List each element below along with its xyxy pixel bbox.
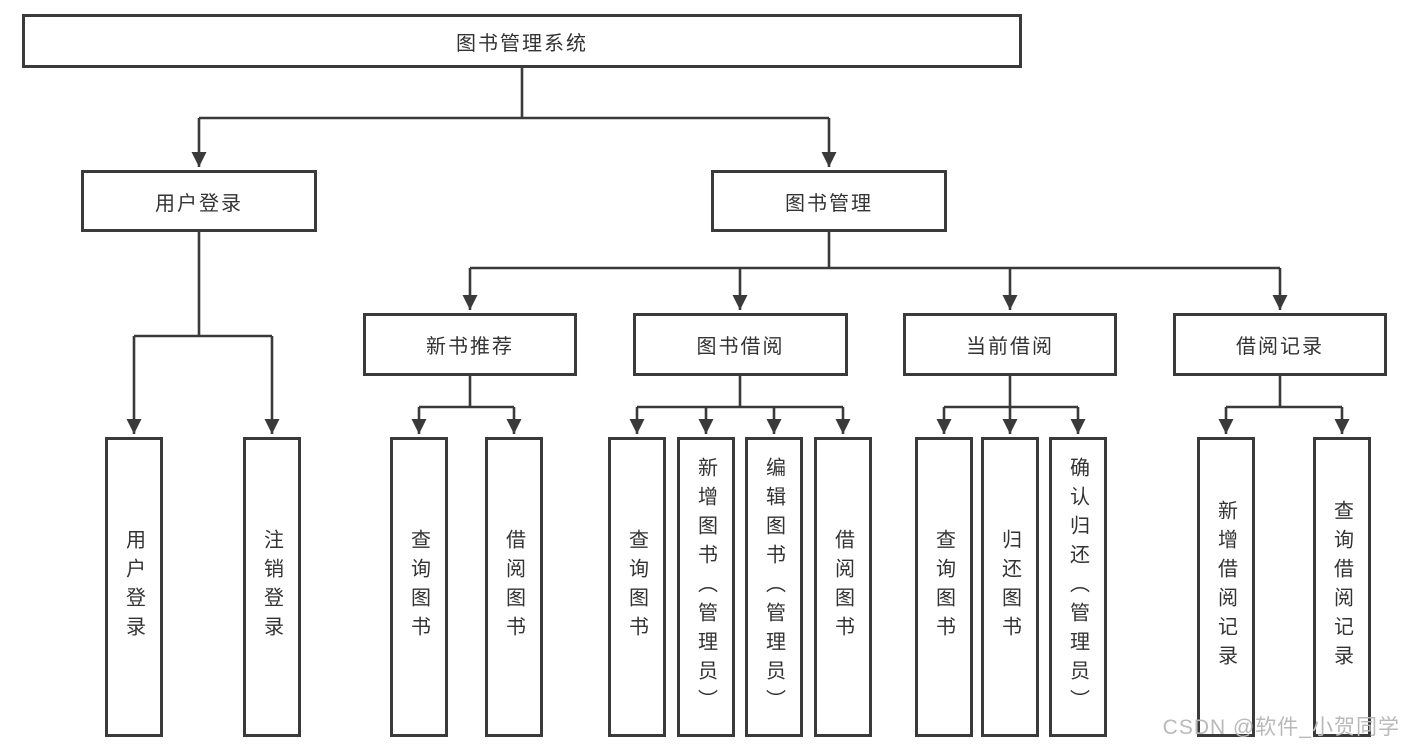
node-label: 新增图书（管理员） [694,456,717,718]
node-label: 查询借阅记录 [1330,500,1353,674]
node-label: 查询图书 [407,529,430,645]
node-borrowing-records: 借阅记录 [1173,313,1387,376]
node-label: 确认归还（管理员） [1066,456,1089,718]
node-label: 归还图书 [998,529,1021,645]
node-label: 图书借阅 [696,336,785,358]
node-label: 图书管理 [785,192,873,215]
leaf-logout-login: 注销登录 [243,437,301,737]
leaf-borrow-books-borrowing: 借阅图书 [814,437,872,737]
leaf-query-books-current: 查询图书 [915,437,973,737]
csdn-watermark: CSDN @软件_小贺同学 [1162,716,1400,739]
node-book-management: 图书管理 [711,170,947,232]
leaf-edit-books-admin: 编辑图书（管理员） [745,437,803,737]
node-label: 用户登录 [122,529,145,645]
node-label: 图书管理系统 [456,32,588,55]
node-label: 查询图书 [625,529,648,645]
node-book-borrowing: 图书借阅 [633,313,848,376]
leaf-add-books-admin: 新增图书（管理员） [677,437,735,737]
node-label: 新增借阅记录 [1214,500,1237,674]
leaf-user-login: 用户登录 [105,437,163,737]
node-label: 查询图书 [932,529,955,645]
node-label: 借阅图书 [831,529,854,645]
leaf-query-borrow-record: 查询借阅记录 [1313,437,1371,737]
leaf-return-books: 归还图书 [981,437,1039,737]
node-label: 借阅图书 [502,529,525,645]
node-label: 当前借阅 [966,336,1054,358]
node-library-management-system: 图书管理系统 [22,14,1022,68]
node-label: 新书推荐 [426,336,514,358]
leaf-query-books-borrowing: 查询图书 [608,437,666,737]
node-label: 注销登录 [260,529,283,645]
node-new-book-recommend: 新书推荐 [363,313,577,376]
node-label: 用户登录 [155,192,243,215]
node-label: 编辑图书（管理员） [762,456,785,718]
leaf-add-borrow-record: 新增借阅记录 [1197,437,1255,737]
leaf-confirm-return-admin: 确认归还（管理员） [1049,437,1107,737]
node-user-login: 用户登录 [81,170,317,232]
leaf-query-books-recommend: 查询图书 [390,437,448,737]
node-label: 借阅记录 [1236,336,1324,358]
leaf-borrow-books-recommend: 借阅图书 [485,437,543,737]
node-current-borrowing: 当前借阅 [903,313,1117,376]
